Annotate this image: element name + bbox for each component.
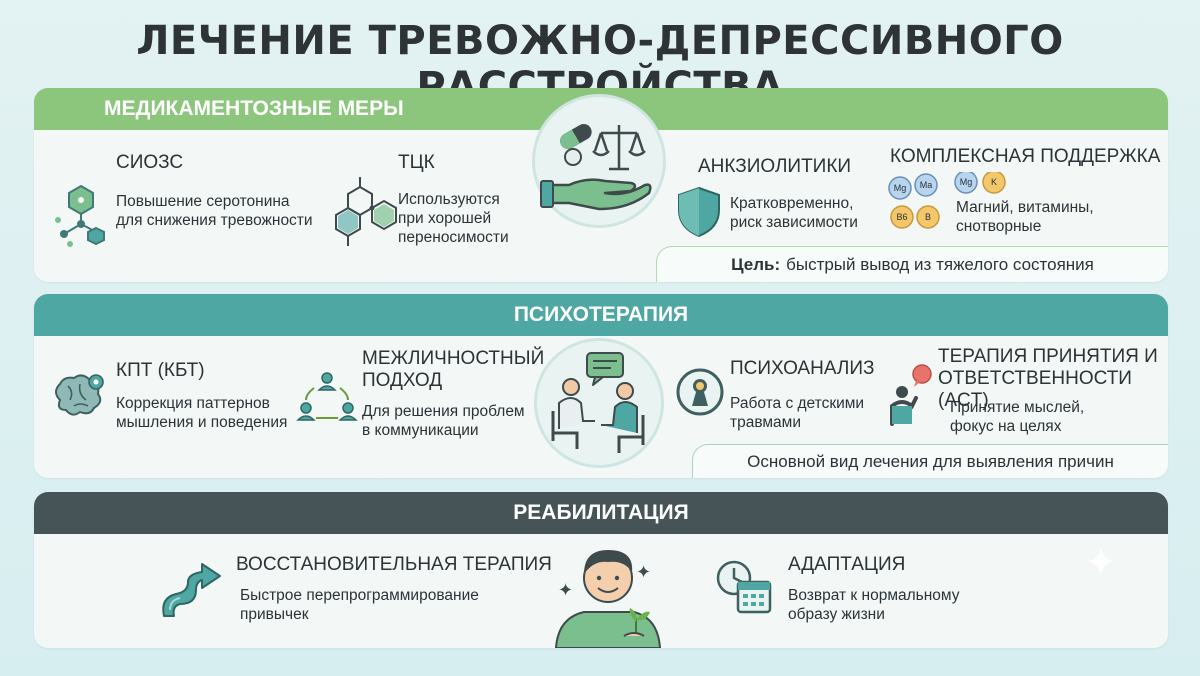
psychotherapy-goal-text: Основной вид лечения для выявления причи… (747, 451, 1114, 471)
goal-text: быстрый вывод из тяжелого состояния (786, 254, 1094, 274)
pill-label-1: Mg (894, 183, 907, 193)
restorative-desc-2: привычек (240, 606, 309, 623)
cbt-desc-2: мышления и поведения (116, 414, 288, 431)
cbt-desc-1: Коррекция паттернов (116, 395, 270, 412)
tca-desc-block: Используются при хорошей переносимости (398, 190, 509, 247)
ssri-item: СИОЗС (116, 152, 183, 174)
tca-desc-2: при хорошей (398, 210, 492, 227)
restorative-title: ВОССТАНОВИТЕЛЬНАЯ ТЕРАПИЯ (236, 554, 552, 575)
restorative-title-block: ВОССТАНОВИТЕЛЬНАЯ ТЕРАПИЯ (236, 554, 552, 576)
adaptation-desc-block: Возврат к нормальному образу жизни (788, 586, 959, 624)
svg-text:✦: ✦ (636, 562, 651, 582)
act-desc-block: Принятие мыслей, фокус на целях (950, 398, 1084, 436)
tca-desc-3: переносимости (398, 229, 509, 246)
interpersonal-title-block: МЕЖЛИЧНОСТНЫЙ ПОДХОД (362, 348, 544, 392)
pill-label-3: B6 (896, 212, 907, 222)
psychoanalysis-title: ПСИХОАНАЛИЗ (730, 358, 875, 379)
therapy-session-icon (534, 338, 664, 468)
anxiolytics-desc-block: Кратковременно, риск зависимости (730, 194, 858, 232)
svg-text:✦: ✦ (558, 580, 573, 600)
page-title: ЛЕЧЕНИЕ ТРЕВОЖНО-ДЕПРЕССИВНОГО РАССТРОЙС… (136, 18, 1064, 110)
pill-label-2: Ma (920, 180, 933, 190)
act-title-block: ТЕРАПИЯ ПРИНЯТИЯ И ОТВЕТСТВЕННОСТИ (ACT) (938, 346, 1168, 412)
cbt-title-block: КПТ (КБТ) (116, 360, 205, 382)
support-desc-2: снотворные (956, 218, 1042, 235)
ssri-title: СИОЗС (116, 152, 184, 173)
adaptation-desc-2: образу жизни (788, 606, 885, 623)
psychoanalysis-desc-block: Работа с детскими травмами (730, 394, 864, 432)
supplement-pills-icon: Mg Ma B6 B Mg K (886, 170, 1008, 234)
psychotherapy-header: ПСИХОТЕРАПИЯ (34, 294, 1168, 336)
adaptation-title-block: АДАПТАЦИЯ (788, 554, 905, 576)
anxiolytics-title: АНКЗИОЛИТИКИ (698, 156, 852, 177)
restorative-desc-1: Быстрое перепрограммирование (240, 587, 479, 604)
cbt-title: КПТ (КБТ) (116, 360, 205, 381)
interpersonal-desc-2: в коммуникации (362, 422, 479, 439)
medication-section: МЕДИКАМЕНТОЗНЫЕ МЕРЫ СИОЗС Повышение сер… (34, 88, 1168, 282)
molecule-icon (50, 180, 112, 250)
rising-arrow-icon (158, 558, 224, 622)
tca-title: ТЦК (398, 152, 435, 173)
rehabilitation-section: РЕАБИЛИТАЦИЯ ВОССТАНОВИТЕЛЬНАЯ ТЕРАПИЯ Б… (34, 492, 1168, 648)
pill-label-5: Mg (960, 177, 973, 187)
person-speech-icon (886, 362, 938, 428)
interpersonal-desc-block: Для решения проблем в коммуникации (362, 402, 525, 440)
hand-with-pills-and-scales-icon (532, 94, 666, 228)
support-desc-block: Магний, витамины, снотворные (956, 198, 1094, 236)
sparkle-decoration: ✦ (1084, 541, 1118, 585)
adaptation-desc-1: Возврат к нормальному (788, 587, 960, 604)
ssri-desc-block: Повышение серотонина для снижения тревож… (116, 192, 313, 230)
anxiolytics-title-block: АНКЗИОЛИТИКИ (698, 156, 851, 178)
pill-label-4: B (925, 212, 931, 222)
anxiolytics-desc-2: риск зависимости (730, 214, 858, 231)
keyhole-person-icon (674, 366, 726, 418)
chemical-structure-icon (326, 172, 402, 258)
interpersonal-desc-1: Для решения проблем (362, 403, 525, 420)
cbt-desc-block: Коррекция паттернов мышления и поведения (116, 394, 287, 432)
act-title-2: ОТВЕТСТВЕННОСТИ (ACT) (938, 368, 1132, 411)
anxiolytics-desc-1: Кратковременно, (730, 195, 854, 212)
tca-desc-1: Используются (398, 191, 500, 208)
clock-calendar-icon (714, 558, 774, 618)
act-title-1: ТЕРАПИЯ ПРИНЯТИЯ И (938, 346, 1158, 367)
medication-goal: Цель: быстрый вывод из тяжелого состояни… (656, 246, 1168, 282)
psychotherapy-goal: Основной вид лечения для выявления причи… (692, 444, 1168, 478)
ssri-desc-1: Повышение серотонина (116, 193, 290, 210)
act-desc-2: фокус на целях (950, 418, 1062, 435)
ssri-desc-2: для снижения тревожности (116, 212, 313, 229)
restorative-desc-block: Быстрое перепрограммирование привычек (240, 586, 479, 624)
psychotherapy-section: ПСИХОТЕРАПИЯ КПТ (КБТ) Коррекция паттерн… (34, 294, 1168, 478)
support-desc-1: Магний, витамины, (956, 199, 1094, 216)
pill-label-6: K (991, 177, 997, 187)
psychoanalysis-title-block: ПСИХОАНАЛИЗ (730, 358, 875, 380)
shield-icon (676, 186, 722, 238)
interpersonal-title-2: ПОДХОД (362, 370, 443, 391)
rehabilitation-header: РЕАБИЛИТАЦИЯ (34, 492, 1168, 534)
adaptation-title: АДАПТАЦИЯ (788, 554, 906, 575)
psychoanalysis-desc-1: Работа с детскими (730, 395, 865, 412)
smiling-person-with-plant-icon: ✦ ✦ (544, 538, 674, 648)
people-cycle-icon (296, 370, 358, 426)
brain-gear-icon (50, 372, 106, 422)
psychoanalysis-desc-2: травмами (730, 414, 801, 431)
goal-label: Цель: (731, 254, 781, 274)
support-title-block: КОМПЛЕКСНАЯ ПОДДЕРЖКА (890, 146, 1160, 168)
support-title: КОМПЛЕКСНАЯ ПОДДЕРЖКА (890, 146, 1161, 167)
tca-title-block: ТЦК (398, 152, 435, 174)
act-desc-1: Принятие мыслей, (950, 399, 1085, 416)
interpersonal-title-1: МЕЖЛИЧНОСТНЫЙ (362, 348, 545, 369)
